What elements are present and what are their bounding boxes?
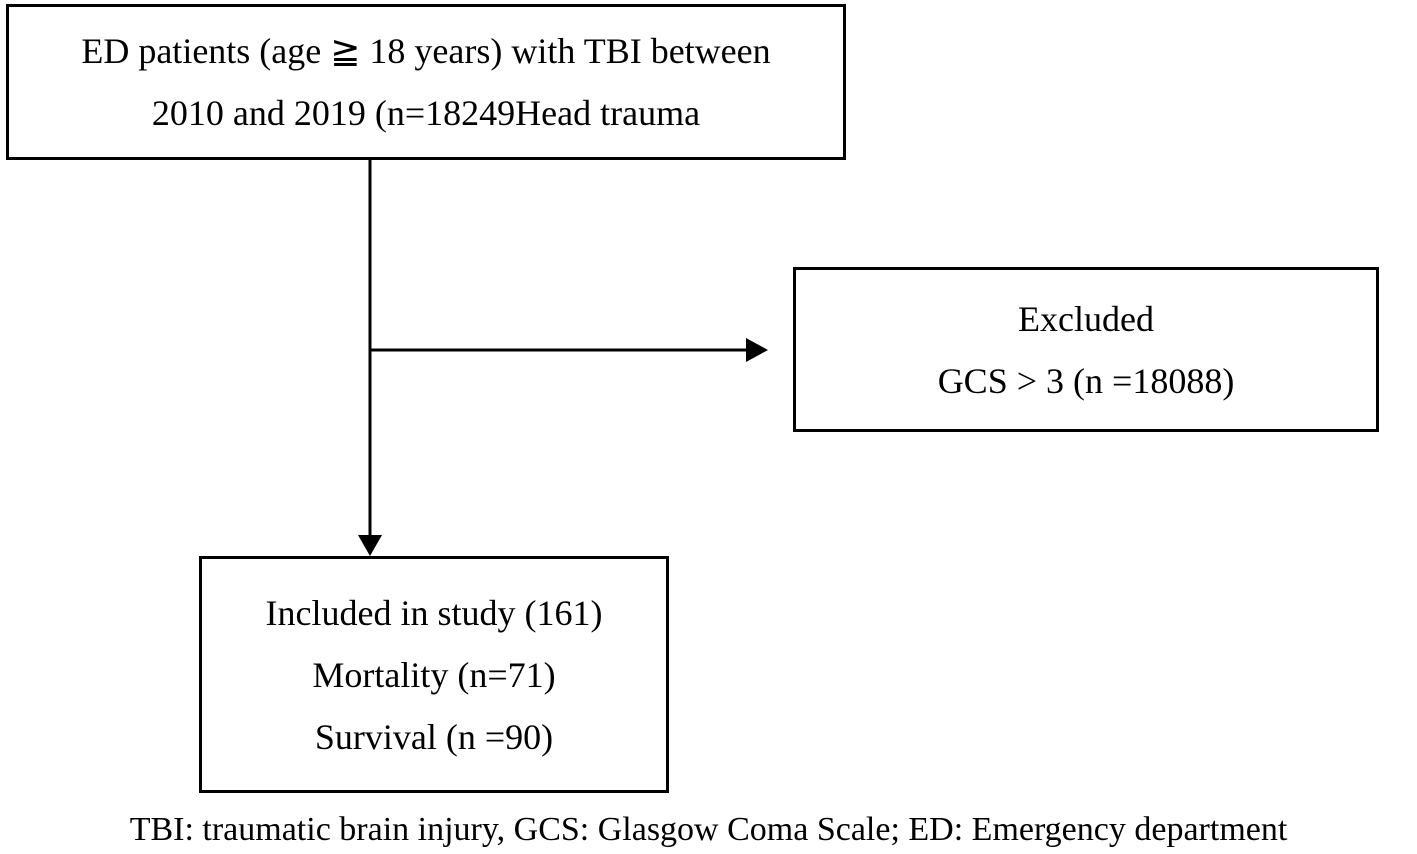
included-total: Included in study (161) [265, 592, 603, 633]
included-mortality: Mortality (n=71) [312, 654, 556, 695]
included-box: Included in study (161) Mortality (n=71)… [199, 556, 669, 793]
arrow-head-right [746, 338, 768, 362]
source-population-box: ED patients (age ≧ 18 years) with TBI be… [6, 4, 846, 160]
source-line-2: 2010 and 2019 (n=18249Head trauma [151, 93, 701, 133]
footnote-abbreviations: TBI: traumatic brain injury, GCS: Glasgo… [129, 811, 1288, 848]
arrow-head-down [358, 535, 382, 556]
excluded-title: Excluded [1018, 298, 1154, 339]
included-survival: Survival (n =90) [314, 716, 554, 757]
excluded-box: Excluded GCS > 3 (n =18088) [793, 267, 1379, 432]
excluded-criteria: GCS > 3 (n =18088) [937, 360, 1235, 401]
source-line-1: ED patients (age ≧ 18 years) with TBI be… [81, 31, 771, 71]
